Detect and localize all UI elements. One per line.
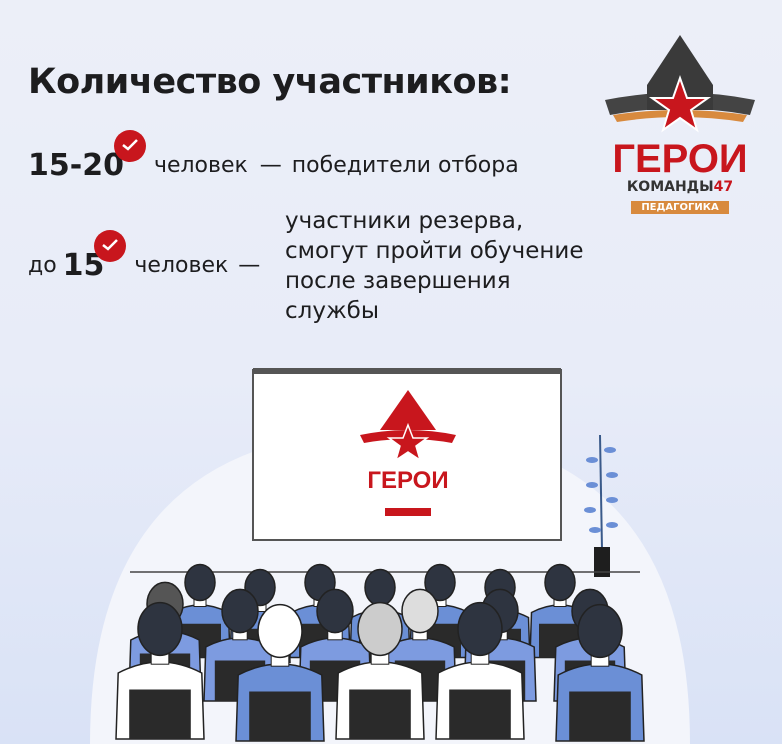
prefix-label: до xyxy=(28,253,57,278)
audience xyxy=(115,563,645,742)
check-icon xyxy=(113,130,146,162)
logo-sub: КОМАНДЫ47 xyxy=(626,179,734,195)
screen-logo-text: ГЕРОИ xyxy=(367,467,448,494)
desc-line: после завершения xyxy=(285,268,511,294)
logo: ГЕРОИ КОМАНДЫ47 ПЕДАГОГИКА xyxy=(600,30,760,214)
audience-member xyxy=(435,601,525,740)
check-icon xyxy=(94,230,127,262)
page-title: Количество участников: xyxy=(28,62,512,102)
audience-illustration: ГЕРОИ xyxy=(90,368,690,744)
winners-text: победители отбора xyxy=(291,153,519,178)
audience-member xyxy=(235,603,325,742)
desc-line: смогут пройти обучение xyxy=(285,238,584,264)
tower-star-icon xyxy=(605,35,755,133)
unit-label: человек xyxy=(134,253,229,278)
audience-member xyxy=(115,601,205,740)
unit-label: человек xyxy=(153,153,248,178)
dash: — xyxy=(238,253,261,278)
row-reserve: до 15 человек — xyxy=(28,230,261,283)
desc-line: службы xyxy=(285,298,380,324)
logo-main: ГЕРОИ xyxy=(612,137,748,181)
logo-tag: ПЕДАГОГИКА xyxy=(631,201,729,214)
winners-count: 15-20 xyxy=(28,130,146,183)
reserve-description: участники резерва, смогут пройти обучени… xyxy=(285,206,584,326)
plant-icon xyxy=(584,434,618,577)
audience-member xyxy=(555,603,645,742)
reserve-count: 15 xyxy=(63,230,127,283)
desc-line: участники резерва, xyxy=(285,208,524,234)
screen-logo: ГЕРОИ xyxy=(360,390,456,516)
row-winners: 15-20 человек — победители отбора xyxy=(28,130,519,183)
dash: — xyxy=(259,153,282,178)
audience-member xyxy=(335,601,425,740)
